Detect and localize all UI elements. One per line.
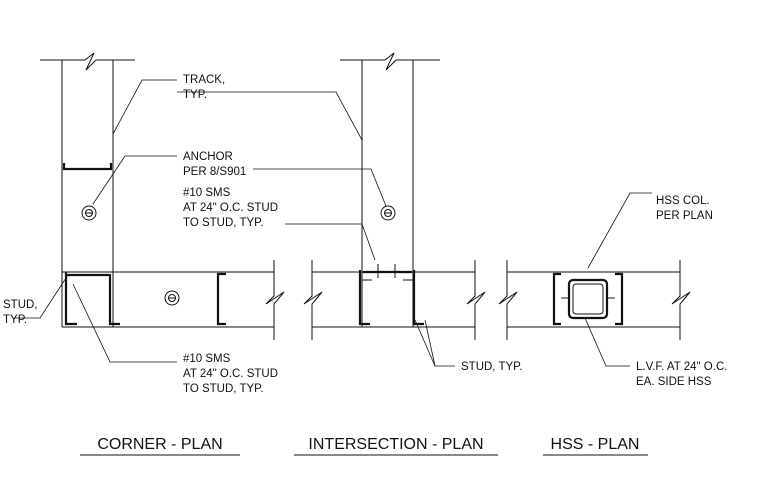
callout-sms-lower-line-2: AT 24" O.C. STUD xyxy=(183,368,278,380)
callout-lvf-line-1: L.V.F. AT 24" O.C. xyxy=(636,361,727,373)
callout-anchor-line-2: PER 8/S901 xyxy=(183,166,246,178)
detail-title-hss: HSS - PLAN xyxy=(543,436,648,456)
callout-sms-lower-line-1: #10 SMS xyxy=(183,353,231,365)
detail-title-intersection-text: INTERSECTION - PLAN xyxy=(308,436,483,453)
callout-stud-mid: STUD, TYP. xyxy=(461,361,523,373)
callout-sms-upper: #10 SMS AT 24" O.C. STUD TO STUD, TYP. xyxy=(183,187,278,229)
detail-title-intersection: INTERSECTION - PLAN xyxy=(294,436,498,456)
callout-track: TRACK, TYP. xyxy=(183,74,225,101)
detail-title-corner: CORNER - PLAN xyxy=(80,436,240,456)
callout-stud-left: STUD, TYP. xyxy=(3,299,38,326)
break-line-icon xyxy=(498,260,518,340)
break-line-icon xyxy=(40,52,135,71)
callout-stud-left-line-1: STUD, xyxy=(3,299,38,311)
callout-sms-upper-line-2: AT 24" O.C. STUD xyxy=(183,202,278,214)
break-line-icon xyxy=(466,260,486,340)
callout-stud-left-line-2: TYP. xyxy=(3,314,27,326)
callout-sms-upper-line-1: #10 SMS xyxy=(183,187,231,199)
callout-sms-upper-line-3: TO STUD, TYP. xyxy=(183,217,264,229)
callout-anchor: ANCHOR PER 8/S901 xyxy=(183,151,246,178)
callout-lvf: L.V.F. AT 24" O.C. EA. SIDE HSS xyxy=(636,361,727,388)
callout-sms-lower-line-3: TO STUD, TYP. xyxy=(183,383,264,395)
callout-track-line-1: TRACK, xyxy=(183,74,225,86)
callout-sms-lower: #10 SMS AT 24" O.C. STUD TO STUD, TYP. xyxy=(183,353,278,395)
anchor-bolt-icon xyxy=(380,205,396,221)
anchor-bolt-icon xyxy=(81,205,97,221)
anchor-bolt-icon xyxy=(164,290,180,306)
callout-track-line-2: TYP. xyxy=(183,89,207,101)
break-line-icon xyxy=(303,260,323,340)
callout-stud-mid-line-1: STUD, TYP. xyxy=(461,361,523,373)
corner-plan-detail xyxy=(40,52,285,340)
break-line-icon xyxy=(265,260,285,340)
break-line-icon xyxy=(671,260,691,340)
detail-title-hss-text: HSS - PLAN xyxy=(551,436,640,453)
callout-anchor-line-1: ANCHOR xyxy=(183,151,233,163)
callout-hss-col-line-2: PER PLAN xyxy=(656,210,713,222)
callout-lvf-line-2: EA. SIDE HSS xyxy=(636,376,712,388)
hss-plan-detail xyxy=(498,260,691,340)
detail-title-corner-text: CORNER - PLAN xyxy=(97,436,222,453)
leader-lines xyxy=(14,79,652,367)
intersection-plan-detail xyxy=(303,52,486,340)
break-line-icon xyxy=(340,52,440,71)
callout-hss-col-line-1: HSS COL. xyxy=(656,195,710,207)
callout-hss-col: HSS COL. PER PLAN xyxy=(656,195,713,222)
